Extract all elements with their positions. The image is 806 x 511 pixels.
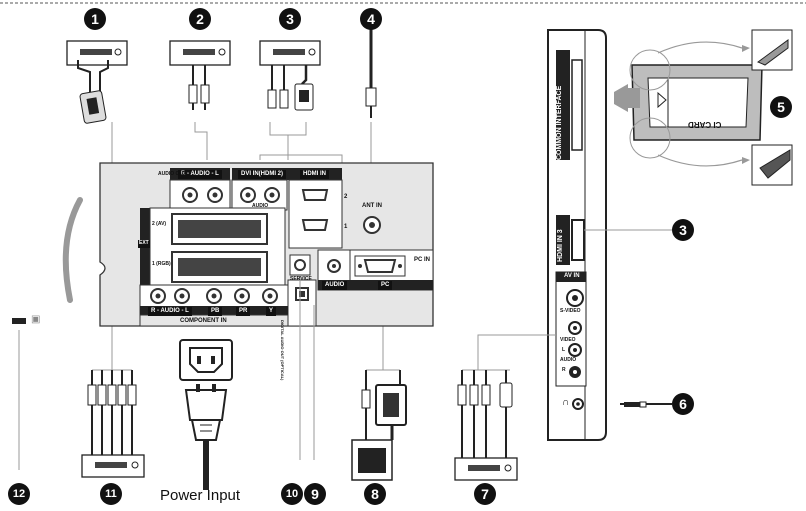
label-pc-in: PC IN	[414, 257, 431, 263]
device-component	[81, 369, 145, 478]
label-service: SERVICE	[290, 276, 312, 282]
device-pc	[351, 369, 407, 481]
callout-9: 9	[304, 483, 326, 505]
label-digital-out: DIGITAL AUDIO OUT (OPTICAL)	[280, 320, 285, 381]
callout-1: 1	[84, 8, 106, 30]
label-audio-pc: AUDIO	[322, 281, 348, 290]
label-hdmi-in: HDMI IN	[300, 170, 329, 179]
label-ant-in: ANT IN	[362, 203, 382, 209]
callout-8: 8	[364, 483, 386, 505]
label-y: Y	[266, 307, 277, 316]
power-plug-icon	[184, 384, 228, 490]
device-antenna-cable	[365, 28, 377, 118]
tv-back-panel	[62, 162, 434, 327]
label-audio-rl: R - AUDIO - L	[178, 170, 222, 179]
callout-10: 10	[281, 483, 303, 505]
callout-2: 2	[189, 8, 211, 30]
label-audio-small: AUDIO	[252, 203, 269, 209]
label-power-input: Power Input	[160, 487, 241, 504]
label-ext-1: 1 (RGB)	[152, 261, 171, 267]
label-comp-audio: R - AUDIO - L	[148, 307, 192, 316]
callout-6: 6	[672, 393, 694, 415]
label-ci-card: CI CARD	[688, 120, 722, 129]
lock-icon: ▣	[31, 314, 41, 325]
label-pr: PR	[236, 307, 251, 316]
label-l: L	[562, 347, 566, 353]
label-dvi-in: DVI IN(HDMI 2)	[238, 170, 286, 179]
device-av	[454, 369, 518, 481]
callout-11: 11	[100, 483, 122, 505]
callout-7: 7	[474, 483, 496, 505]
power-socket	[179, 339, 233, 381]
device-audio-out	[169, 40, 231, 110]
label-ext-2: 2 (AV)	[152, 221, 167, 227]
label-pc: PC	[378, 281, 393, 290]
label-hdmi-in3: HDMI IN 3	[557, 229, 564, 262]
label-av-in: AV IN	[564, 273, 580, 279]
ci-card	[614, 29, 793, 186]
headphone-icon: ∩	[562, 397, 570, 408]
label-component-in: COMPONENT IN	[180, 318, 227, 324]
callout-12: 12	[8, 483, 30, 505]
callout-4: 4	[360, 8, 382, 30]
label-ext: EXT	[138, 240, 150, 248]
label-r: R	[562, 367, 566, 373]
callout-3-side: 3	[672, 219, 694, 241]
label-audio-out: AUDIO OUT	[158, 171, 187, 177]
callout-5: 5	[770, 96, 792, 118]
lock-indicator	[12, 318, 26, 324]
label-hdmi-2: 2	[344, 194, 348, 200]
device-scart-vcr	[66, 40, 128, 124]
label-hdmi-1: 1	[344, 224, 348, 230]
label-video: VIDEO	[560, 337, 576, 343]
label-audio: AUDIO	[560, 357, 577, 363]
label-common-interface: COMMON INTERFACE	[556, 85, 563, 160]
tv-side-panel	[477, 29, 672, 441]
callout-3: 3	[279, 8, 301, 30]
label-s-video: S-VIDEO	[560, 308, 581, 314]
device-hdmi-dvi	[259, 40, 321, 111]
label-pb: PB	[208, 307, 223, 316]
